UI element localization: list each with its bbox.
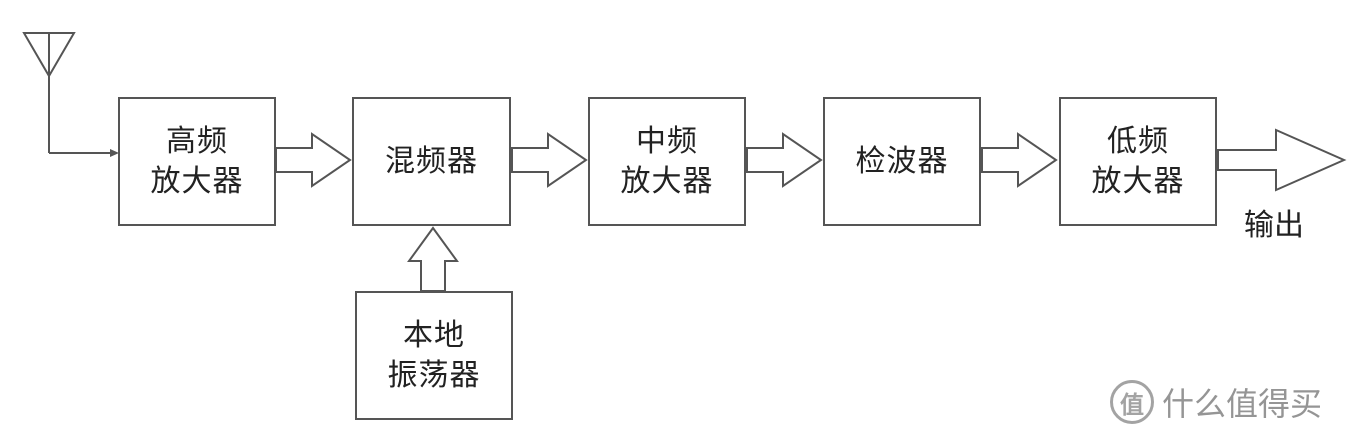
lf-amplifier-line2: 放大器 [1091,163,1185,199]
mixer-block: 混频器 [352,97,511,226]
watermark: 值 什么值得买 [1110,378,1322,426]
arrow-rf-to-mixer [275,132,352,188]
lf-amplifier-block: 低频 放大器 [1059,97,1217,226]
rf-amplifier-line2: 放大器 [150,163,244,199]
local-oscillator-line2: 振荡器 [387,357,481,393]
antenna-feed-arrowhead [110,149,119,157]
watermark-logo-icon: 值 [1110,380,1154,424]
detector-label: 检波器 [855,143,949,179]
if-amplifier-line2: 放大器 [620,163,714,199]
rf-amplifier-line1: 高频 [166,123,228,159]
antenna-icon [22,32,112,154]
mixer-label: 混频器 [385,143,478,179]
lf-amplifier-line1: 低频 [1107,123,1169,159]
watermark-text: 什么值得买 [1162,385,1323,423]
output-label: 输出 [1244,208,1304,243]
local-oscillator-line1: 本地 [403,317,465,353]
if-amplifier-line1: 中频 [636,123,698,159]
arrow-detector-to-lf [981,132,1058,188]
arrow-if-to-detector [746,132,823,188]
rf-amplifier-block: 高频 放大器 [118,97,276,226]
if-amplifier-block: 中频 放大器 [588,97,746,226]
detector-block: 检波器 [823,97,981,226]
local-oscillator-block: 本地 振荡器 [355,291,513,420]
arrow-mixer-to-if [511,132,588,188]
arrow-osc-to-mixer [407,226,459,292]
arrow-output [1217,128,1347,192]
